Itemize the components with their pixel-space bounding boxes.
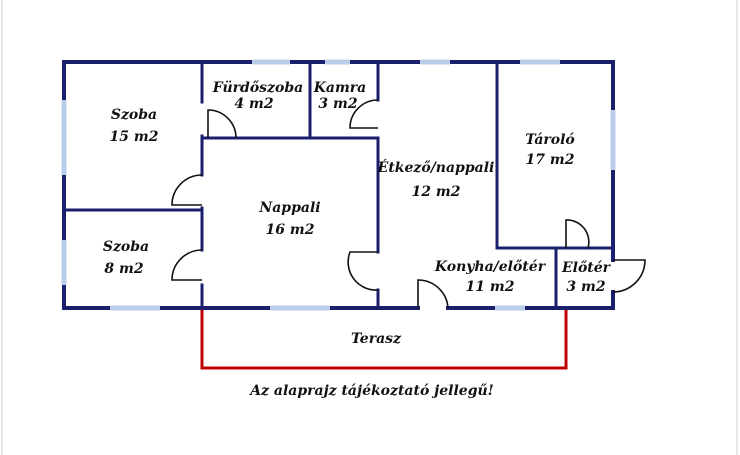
terrace-outline	[200, 308, 568, 370]
room-area: 16 m2	[266, 222, 315, 238]
room-name: Tároló	[525, 132, 575, 148]
doors	[171, 99, 646, 309]
interior-walls	[62, 60, 615, 310]
room-labels: Szoba 15 m2 Fürdőszoba 4 m2 Kamra 3 m2 É…	[103, 80, 612, 347]
room-area: 12 m2	[412, 184, 461, 200]
room-area: 11 m2	[466, 279, 515, 295]
door-entrance	[417, 279, 449, 309]
terrace-label: Terasz	[351, 331, 402, 347]
room-name: Kamra	[313, 80, 367, 96]
room-name: Előtér	[561, 260, 612, 276]
room-name: Szoba	[111, 107, 157, 123]
room-area: 17 m2	[526, 152, 575, 168]
room-area: 8 m2	[104, 261, 143, 277]
door-vestibule-exterior	[612, 259, 646, 293]
door-bathroom	[207, 109, 237, 139]
room-area: 3 m2	[566, 279, 605, 295]
door-storage	[565, 219, 590, 249]
room-area: 15 m2	[110, 129, 159, 145]
room-name: Fürdőszoba	[212, 80, 303, 96]
room-area: 3 m2	[318, 96, 357, 112]
room-name: Konyha/előtér	[434, 259, 547, 275]
room-area: 4 m2	[234, 96, 273, 112]
door-room-15	[171, 174, 203, 206]
windows	[61, 59, 616, 311]
door-pantry	[349, 99, 379, 129]
disclaimer-note: Az alaprajz tájékoztató jellegű!	[248, 383, 494, 399]
room-name: Szoba	[103, 239, 149, 255]
door-dining	[347, 251, 379, 291]
room-name: Étkező/nappali	[377, 158, 495, 176]
door-room-8	[171, 249, 203, 281]
room-name: Nappali	[258, 200, 320, 216]
